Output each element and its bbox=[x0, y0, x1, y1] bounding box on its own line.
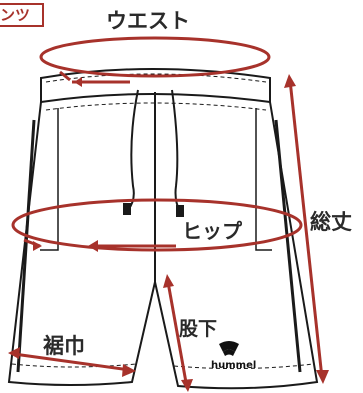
hem-arrow-head-left bbox=[8, 347, 20, 359]
length-arrow-head-bottom bbox=[316, 370, 329, 384]
label-hip: ヒップ bbox=[182, 219, 242, 243]
label-waist: ウエスト bbox=[106, 9, 190, 33]
left-side-stripe bbox=[16, 119, 36, 373]
hummel-logo-icon bbox=[219, 341, 239, 356]
inseam-arrow-head-top bbox=[163, 274, 174, 288]
drawstrings bbox=[123, 89, 184, 217]
inseam-arrow-line bbox=[166, 281, 189, 389]
right-pocket bbox=[255, 108, 272, 251]
hem-arrow-head-right bbox=[122, 364, 136, 377]
shorts-outline bbox=[7, 68, 319, 390]
waist-stitch-top bbox=[45, 73, 267, 83]
label-hem-width: 裾巾 bbox=[43, 334, 85, 358]
right-hem-stitch bbox=[173, 363, 314, 370]
left-pocket bbox=[40, 108, 59, 251]
waist-ellipse bbox=[39, 36, 271, 78]
hip-arrow-left-head bbox=[33, 241, 42, 251]
drawstring-tip-left bbox=[123, 203, 131, 215]
length-arrow-head-top bbox=[284, 74, 296, 88]
right-side-stripe bbox=[274, 119, 302, 373]
waist-arrow-head bbox=[74, 77, 82, 87]
drawstring-right bbox=[171, 89, 181, 213]
hip-ellipse bbox=[11, 198, 303, 252]
label-total-length: 総丈 bbox=[310, 210, 352, 234]
hem-arrow-line bbox=[13, 352, 131, 372]
hip-arrow-head bbox=[88, 240, 98, 252]
drawstring-tip-right bbox=[176, 205, 184, 217]
label-inseam: 股下 bbox=[179, 318, 218, 340]
brand-logo-text: hummel bbox=[211, 360, 257, 371]
drawstring-left bbox=[127, 89, 139, 211]
category-tag: ンツ bbox=[0, 3, 44, 27]
measurement-markers bbox=[8, 36, 329, 392]
length-arrow-line bbox=[288, 79, 324, 379]
waist-arrow-2 bbox=[59, 70, 71, 82]
left-hem-stitch bbox=[11, 363, 137, 368]
waist-stitch-bottom bbox=[45, 102, 267, 111]
inseam-arrow-head-bottom bbox=[181, 379, 193, 392]
